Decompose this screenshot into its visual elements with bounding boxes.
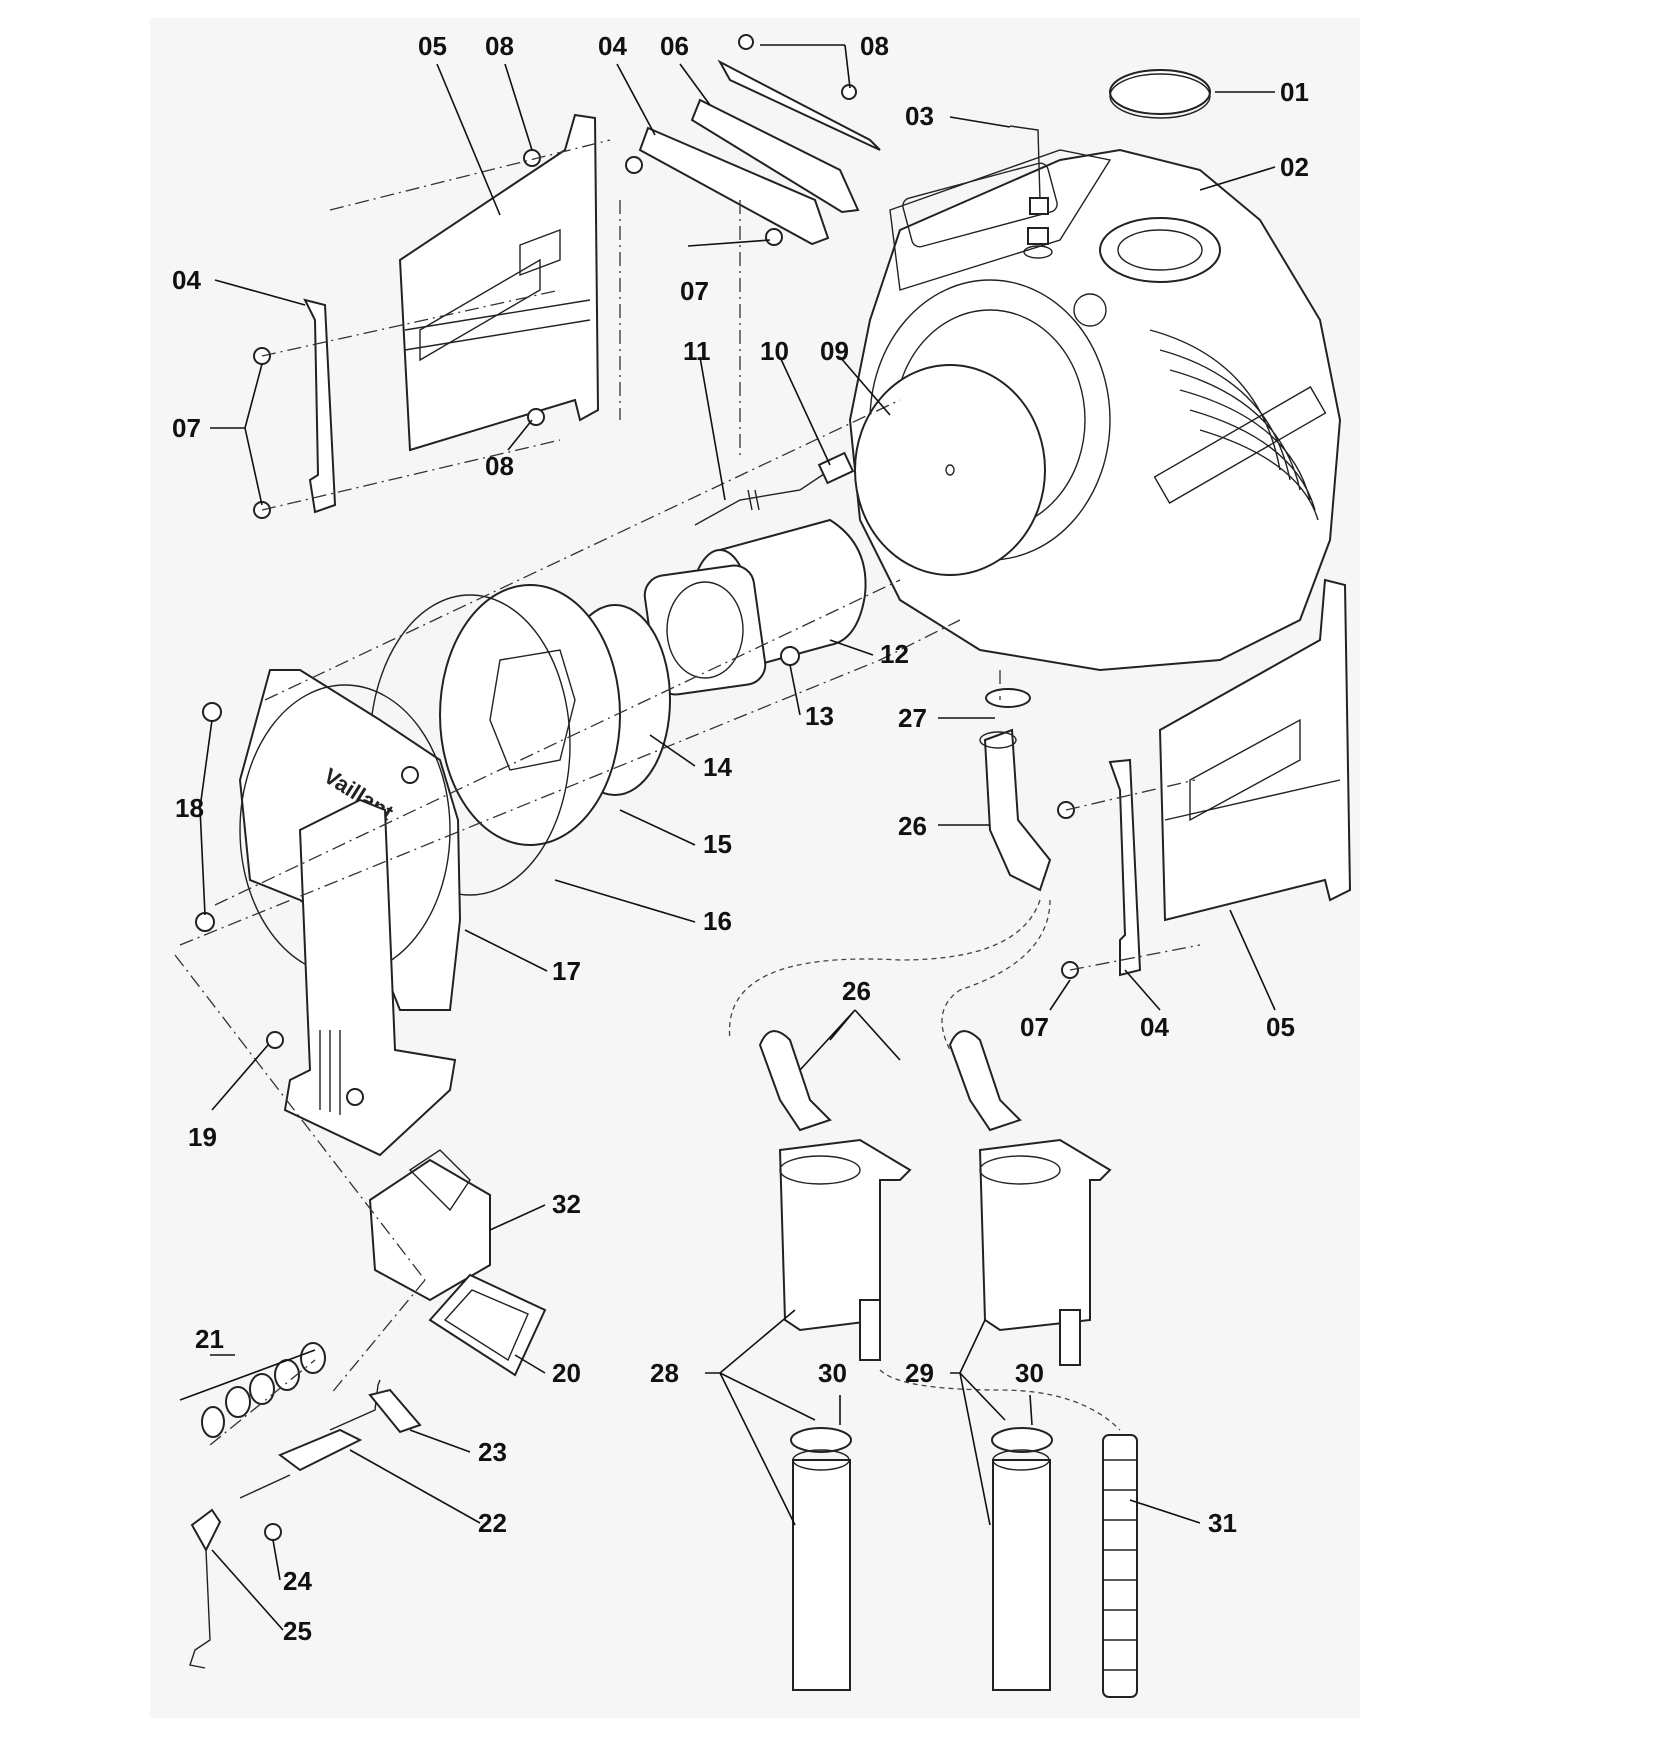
callout-04-left: 04: [172, 265, 201, 295]
part-25-ignition-lead: [189, 1508, 222, 1669]
callout-06: 06: [660, 31, 689, 61]
part-13-screw: [780, 646, 800, 666]
callout-13: 13: [805, 701, 834, 731]
callout-12: 12: [880, 639, 909, 669]
callout-08-bottom: 08: [485, 451, 514, 481]
callout-04-right: 04: [1140, 1012, 1169, 1042]
callout-labels: 01 02 03 04 04 04 05 05 06 07 07 07 08 0…: [172, 31, 1309, 1646]
callout-08-topright: 08: [860, 31, 889, 61]
callout-30-right: 30: [1015, 1358, 1044, 1388]
callout-15: 15: [703, 829, 732, 859]
callout-27: 27: [898, 703, 927, 733]
part-28-siphon: [758, 1030, 912, 1361]
callout-20: 20: [552, 1358, 581, 1388]
callout-24: 24: [283, 1566, 312, 1596]
callout-03: 03: [905, 101, 934, 131]
part-02-seal-ring: [1109, 69, 1211, 119]
part-24-screw: [264, 1523, 282, 1541]
callout-02: 02: [1280, 152, 1309, 182]
callout-21: 21: [195, 1324, 224, 1354]
leader-lines: [179, 44, 1276, 1631]
callout-29: 29: [905, 1358, 934, 1388]
callout-10: 10: [760, 336, 789, 366]
part-20-gasket: [428, 1273, 547, 1377]
part-23-gasket: [368, 1388, 422, 1434]
part-31-drain-hose: [1102, 1434, 1138, 1698]
part-09-burner: [854, 364, 1046, 576]
part-30-orings: [790, 1427, 1053, 1453]
part-21-orings: [201, 1342, 326, 1438]
part-32-fan-module: [368, 1149, 491, 1302]
part-15-plate: [439, 584, 621, 846]
part-04-rail-right: [1108, 758, 1142, 977]
callout-22: 22: [478, 1508, 507, 1538]
callout-26-bottom: 26: [842, 976, 871, 1006]
callout-07-right: 07: [1020, 1012, 1049, 1042]
callout-01: 01: [1280, 77, 1309, 107]
hose-routing-lines: [728, 899, 1121, 1431]
callout-08-top: 08: [485, 31, 514, 61]
part-26-hose-top: [979, 728, 1052, 892]
callout-07-top: 07: [680, 276, 709, 306]
part-05-mounting-plate-left: [398, 113, 600, 452]
part-05-mounting-plate-right: [1158, 578, 1352, 922]
part-03-sensor: [1009, 125, 1053, 259]
callout-17: 17: [552, 956, 581, 986]
screws-18-19: [195, 702, 419, 1106]
callout-07-left: 07: [172, 413, 201, 443]
callout-26-top: 26: [898, 811, 927, 841]
callout-16: 16: [703, 906, 732, 936]
callout-05-right: 05: [1266, 1012, 1295, 1042]
callout-18: 18: [175, 793, 204, 823]
callout-30-left: 30: [818, 1358, 847, 1388]
callout-25: 25: [283, 1616, 312, 1646]
screws-07-08: [253, 34, 1079, 979]
part-04-06-top-brackets: [638, 59, 881, 246]
callout-14: 14: [703, 752, 732, 782]
siphon-tubes: [792, 1449, 1051, 1691]
part-12-burner-tube: [643, 518, 867, 696]
callout-04-top: 04: [598, 31, 627, 61]
callout-31: 31: [1208, 1508, 1237, 1538]
part-10-11-ignition-cable: [694, 451, 855, 526]
part-17-cover: Vaillant: [238, 669, 462, 1157]
part-27-clamp: [985, 688, 1031, 708]
callout-19: 19: [188, 1122, 217, 1152]
part-22-electrode: [239, 1379, 381, 1499]
callout-23: 23: [478, 1437, 507, 1467]
callout-32: 32: [552, 1189, 581, 1219]
part-29-siphon: [948, 1030, 1112, 1366]
callout-05-top: 05: [418, 31, 447, 61]
assembly-axes: [174, 139, 1201, 1446]
part-04-rail-left: [303, 298, 337, 514]
callout-09: 09: [820, 336, 849, 366]
callout-11: 11: [683, 336, 711, 366]
callout-28: 28: [650, 1358, 679, 1388]
